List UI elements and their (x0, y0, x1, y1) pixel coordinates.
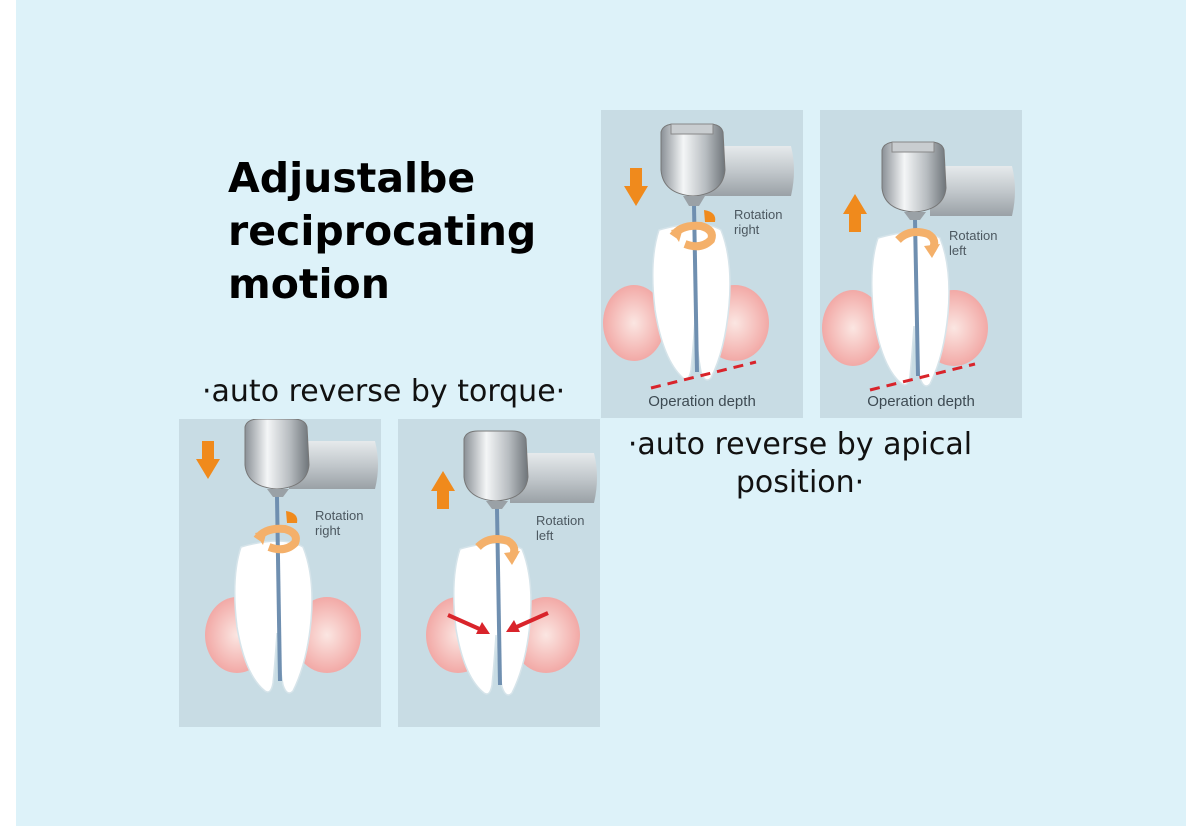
gum-left (822, 290, 884, 366)
depth-label: Operation depth (867, 393, 975, 410)
arrow-down-icon (624, 168, 648, 206)
handpiece-tooth-illustration (822, 141, 1015, 392)
tooth (871, 231, 950, 387)
depth-line (869, 362, 976, 392)
rotation-label: Rotation left (949, 228, 998, 258)
arrow-down-icon (196, 441, 220, 479)
rotation-label: Rotation right (315, 508, 364, 538)
caption-apical-line-1: ·auto reverse by apical (627, 427, 973, 462)
tooth (453, 542, 532, 696)
rotation-arrow (895, 228, 939, 253)
title-line-3: motion (228, 260, 390, 308)
panel-apical-rotation-left: Rotation left Operation depth (820, 110, 1022, 418)
handpiece-neck (930, 166, 1015, 216)
handpiece-tooth-illustration (426, 430, 597, 696)
handpiece-head (881, 141, 947, 213)
gum-left (603, 285, 665, 361)
handpiece-tooth-illustration (603, 123, 794, 390)
arrow-up-icon (431, 471, 455, 509)
rotation-arrow (669, 221, 716, 251)
depth-label: Operation depth (648, 393, 756, 410)
handpiece-tooth-illustration (196, 419, 378, 694)
arrow-up-icon (843, 194, 867, 232)
caption-apical: ·auto reverse by apical position· (600, 426, 1000, 502)
page-title: Adjustalbe reciprocating motion (228, 152, 536, 311)
handpiece-neck (510, 453, 597, 503)
panel-apical-rotation-right: Rotation right Operation depth (601, 110, 803, 418)
handpiece-head (244, 419, 310, 490)
force-arrow-right (511, 611, 549, 631)
caption-torque: ·auto reverse by torque· (202, 374, 566, 409)
file-needle (275, 496, 282, 682)
panel-torque-rotation-left: Rotation left (398, 419, 600, 727)
file-needle (692, 204, 699, 373)
rotation-arrow (253, 524, 300, 554)
title-line-2: reciprocating (228, 207, 537, 255)
handpiece-neck (289, 441, 378, 489)
panel-torque-rotation-right: Rotation right (179, 419, 381, 727)
force-arrow-left (447, 613, 485, 633)
handpiece-head (660, 123, 726, 197)
rotation-label: Rotation left (536, 513, 585, 543)
title-line-1: Adjustalbe (228, 154, 476, 202)
rotation-arrow (475, 535, 519, 560)
rotation-label: Rotation right (734, 207, 783, 237)
handpiece-head (463, 430, 529, 502)
caption-apical-line-2: position· (735, 465, 865, 500)
depth-line (650, 360, 757, 390)
file-needle (913, 219, 920, 377)
